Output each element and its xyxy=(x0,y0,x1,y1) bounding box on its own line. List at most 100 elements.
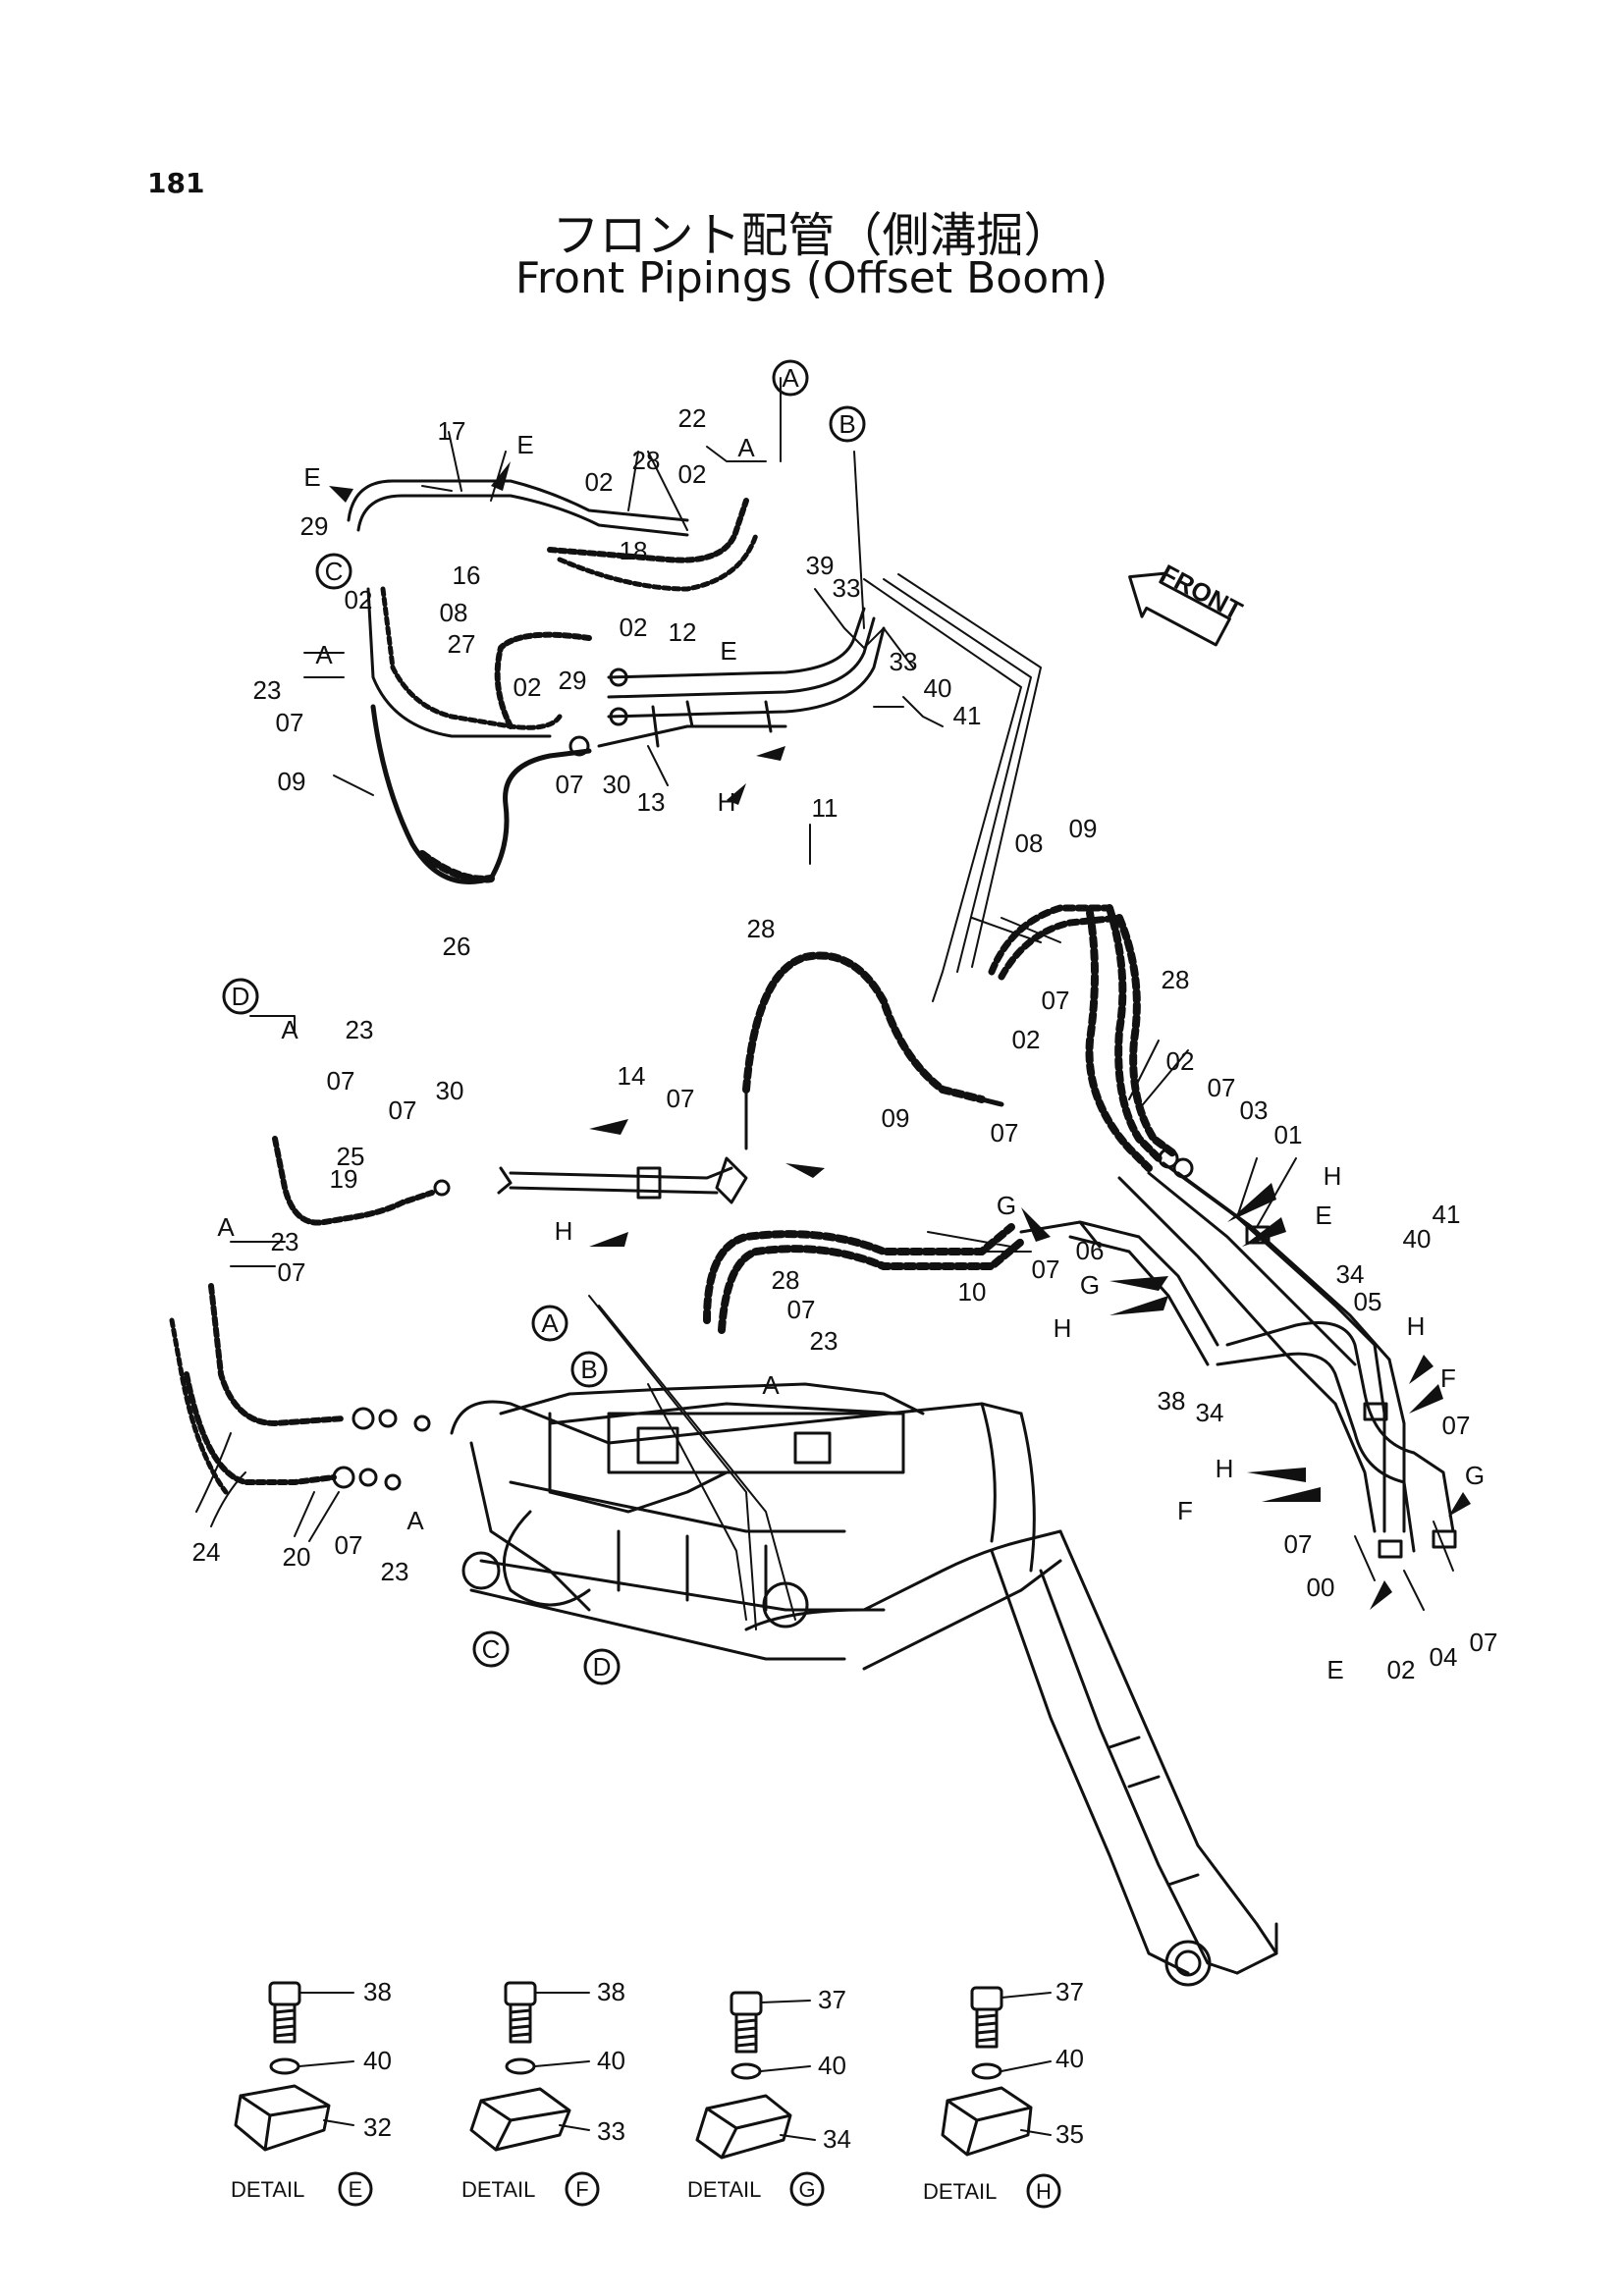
part-label: 34 xyxy=(1196,1398,1224,1427)
part-label: 07 xyxy=(335,1530,363,1560)
part-label: 20 xyxy=(283,1542,311,1572)
part-label: F xyxy=(1177,1496,1193,1525)
detail-h-washer-label: 40 xyxy=(1055,2044,1084,2073)
detail-f-washer-label: 40 xyxy=(597,2046,625,2075)
part-label: 23 xyxy=(381,1557,409,1586)
callout-c: C xyxy=(325,557,344,586)
callout-b-lower: B xyxy=(580,1355,597,1384)
part-label: 07 xyxy=(787,1295,816,1324)
part-label: 39 xyxy=(806,551,835,580)
detail-h-caption: DETAIL xyxy=(923,2179,997,2204)
part-label: 02 xyxy=(1387,1655,1416,1684)
part-label: H xyxy=(718,787,736,817)
part-label: 07 xyxy=(1470,1628,1498,1657)
part-label: 02 xyxy=(1166,1046,1195,1076)
part-label: 33 xyxy=(833,573,861,603)
part-label: 28 xyxy=(632,446,661,475)
part-label: 07 xyxy=(1208,1073,1236,1102)
callout-circles xyxy=(222,359,866,1685)
part-label: 04 xyxy=(1430,1642,1458,1672)
part-label: 07 xyxy=(556,770,584,799)
part-label: 07 xyxy=(991,1118,1019,1148)
page-number: 181 xyxy=(147,167,205,199)
part-label: 17 xyxy=(438,416,466,446)
part-label: 18 xyxy=(620,536,648,565)
part-label: 07 xyxy=(1042,986,1070,1015)
part-label: A xyxy=(217,1212,235,1242)
part-label: 41 xyxy=(953,701,982,730)
detail-h-drawing xyxy=(941,1986,1033,2157)
callout-d: D xyxy=(232,982,250,1011)
part-label: H xyxy=(1054,1313,1072,1343)
part-label: 29 xyxy=(559,666,587,695)
detail-f-drawing xyxy=(469,1981,571,2152)
callout-a: A xyxy=(782,363,799,393)
detail-g-caption: DETAIL xyxy=(687,2177,761,2202)
part-label: 10 xyxy=(958,1277,987,1307)
part-label: 23 xyxy=(346,1015,374,1044)
part-label: 00 xyxy=(1307,1573,1335,1602)
part-label: H xyxy=(1216,1454,1234,1483)
left-lower-hoses xyxy=(169,1283,431,1495)
part-label: 02 xyxy=(585,467,614,497)
detail-g-washer-label: 40 xyxy=(818,2051,846,2080)
detail-e-bolt-label: 38 xyxy=(363,1977,392,2006)
part-label: E xyxy=(1326,1655,1343,1684)
part-label: 16 xyxy=(453,561,481,590)
part-label: 01 xyxy=(1274,1120,1303,1149)
detail-e-letter: E xyxy=(349,2177,363,2202)
part-label: 07 xyxy=(1442,1411,1471,1440)
part-label: H xyxy=(1407,1311,1426,1341)
detail-h-bolt-label: 37 xyxy=(1055,1977,1084,2006)
part-label: 03 xyxy=(1240,1095,1269,1125)
front-direction-label: FRONT xyxy=(1156,559,1247,626)
part-label: 05 xyxy=(1354,1287,1382,1316)
detail-e-caption: DETAIL xyxy=(231,2177,304,2202)
middle-hoses xyxy=(272,951,1004,1226)
part-label: 14 xyxy=(618,1061,646,1091)
part-label: 22 xyxy=(678,403,707,433)
page-title-english: Front Pipings (Offset Boom) xyxy=(514,253,1109,303)
detail-f-caption: DETAIL xyxy=(461,2177,535,2202)
detail-captions: 38 40 32 DETAIL E 38 40 33 DETAIL F 37 4… xyxy=(231,1977,1084,2204)
part-label: 02 xyxy=(620,613,648,642)
part-labels: 17 E 22 A 28 02 02 E 29 18 16 C 02 08 27… xyxy=(192,403,1498,1684)
detail-h: 37 40 35 DETAIL H xyxy=(923,1977,1084,2204)
part-label: E xyxy=(516,430,533,459)
part-label: 23 xyxy=(271,1227,299,1256)
detail-h-clamp-label: 35 xyxy=(1055,2119,1084,2149)
part-label: G xyxy=(1465,1461,1485,1490)
part-label: 12 xyxy=(669,617,697,647)
part-label: 27 xyxy=(448,629,476,659)
detail-g: 37 40 34 DETAIL G xyxy=(687,1985,851,2202)
part-label: 07 xyxy=(667,1084,695,1113)
part-label: 29 xyxy=(300,511,329,541)
part-label: 09 xyxy=(278,767,306,796)
front-arrow xyxy=(1128,571,1231,647)
part-label: A xyxy=(281,1015,298,1044)
clamp-pointers xyxy=(329,461,1471,1610)
part-label: 07 xyxy=(278,1257,306,1287)
detail-g-letter: G xyxy=(798,2177,815,2202)
detail-f-clamp-label: 33 xyxy=(597,2116,625,2146)
part-label: 34 xyxy=(1336,1259,1365,1289)
detail-letter-circles xyxy=(338,2171,1061,2209)
part-label: 08 xyxy=(1015,828,1044,858)
right-hose-bundle xyxy=(988,904,1457,1559)
part-label: 07 xyxy=(276,708,304,737)
detail-h-letter: H xyxy=(1036,2179,1052,2204)
part-label: 23 xyxy=(810,1326,839,1356)
detail-e-clamp-label: 32 xyxy=(363,2112,392,2142)
part-label: A xyxy=(406,1506,424,1535)
part-label: 07 xyxy=(327,1066,355,1095)
part-label: A xyxy=(315,640,333,669)
part-label: 11 xyxy=(812,793,839,823)
part-label: 30 xyxy=(436,1076,464,1105)
part-label: E xyxy=(303,462,320,492)
part-label: G xyxy=(997,1191,1016,1220)
page-title-japanese: フロント配管（側溝掘） xyxy=(552,208,1071,263)
part-label: 07 xyxy=(389,1095,417,1125)
part-label: 02 xyxy=(514,672,542,702)
part-label: H xyxy=(555,1216,573,1246)
part-label: 28 xyxy=(1162,965,1190,994)
